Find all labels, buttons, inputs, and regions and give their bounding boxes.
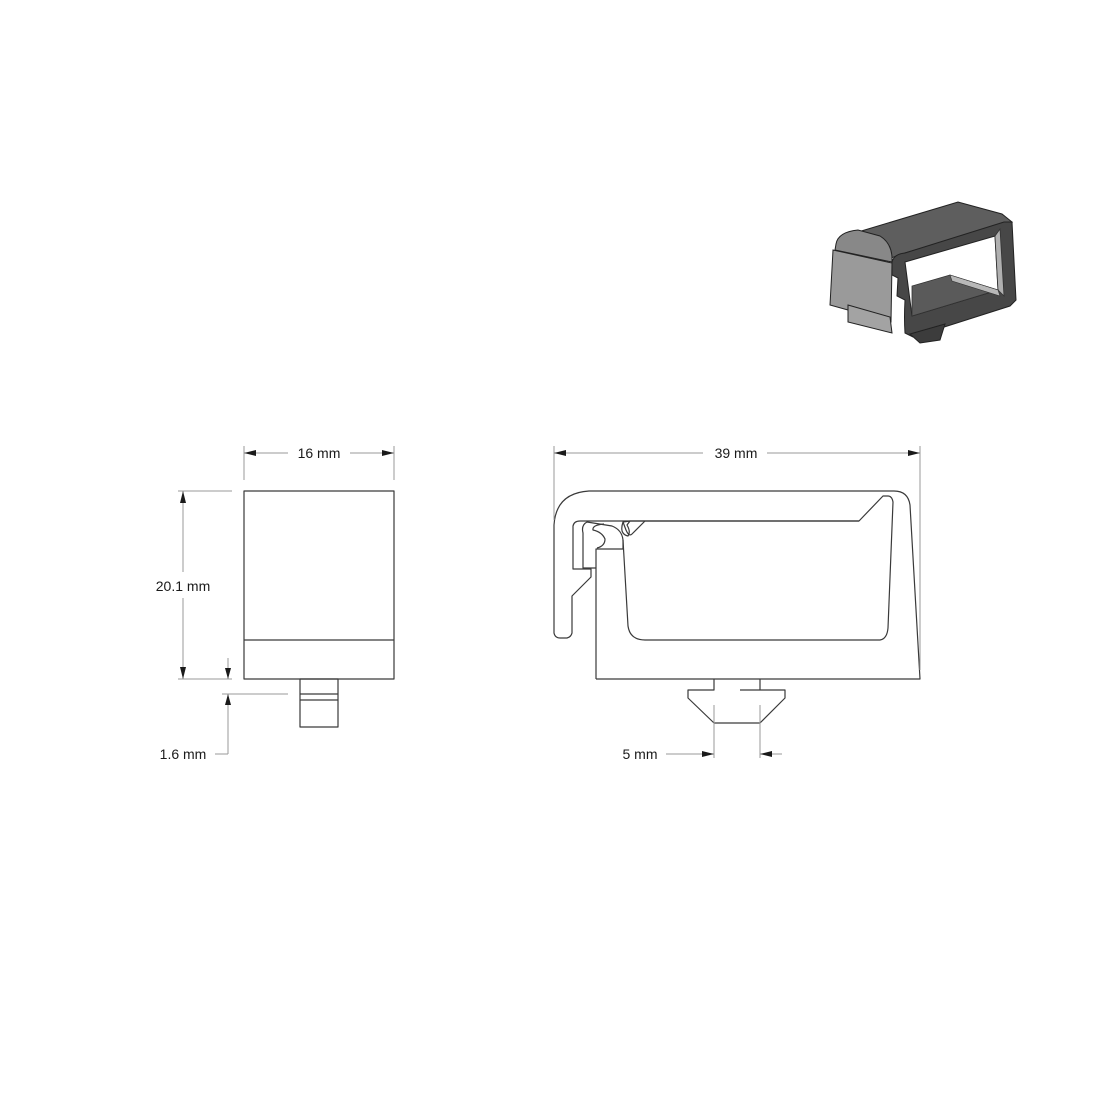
isometric-view	[829, 201, 1017, 344]
dim-label-tab-width: 5 mm	[623, 746, 658, 762]
dim-tab-5	[666, 705, 782, 758]
side-view-tab	[299, 678, 339, 728]
dim-label-height: 20.1 mm	[156, 578, 210, 594]
front-view-foot	[687, 679, 786, 724]
side-view-body	[243, 490, 395, 680]
dim-label-offset: 1.6 mm	[160, 746, 207, 762]
front-view-outer-profile	[581, 495, 894, 679]
dim-label-width: 16 mm	[298, 445, 341, 461]
dim-width-39	[553, 446, 921, 670]
front-view: 39 mm 5 mm	[553, 445, 921, 762]
side-view: 16 mm 20.1 mm 1.6 mm	[150, 445, 395, 762]
dim-label-front-width: 39 mm	[715, 445, 758, 461]
dim-height-20-1	[178, 490, 232, 680]
dim-width-16	[243, 446, 395, 480]
dim-offset-1-6	[215, 658, 288, 755]
